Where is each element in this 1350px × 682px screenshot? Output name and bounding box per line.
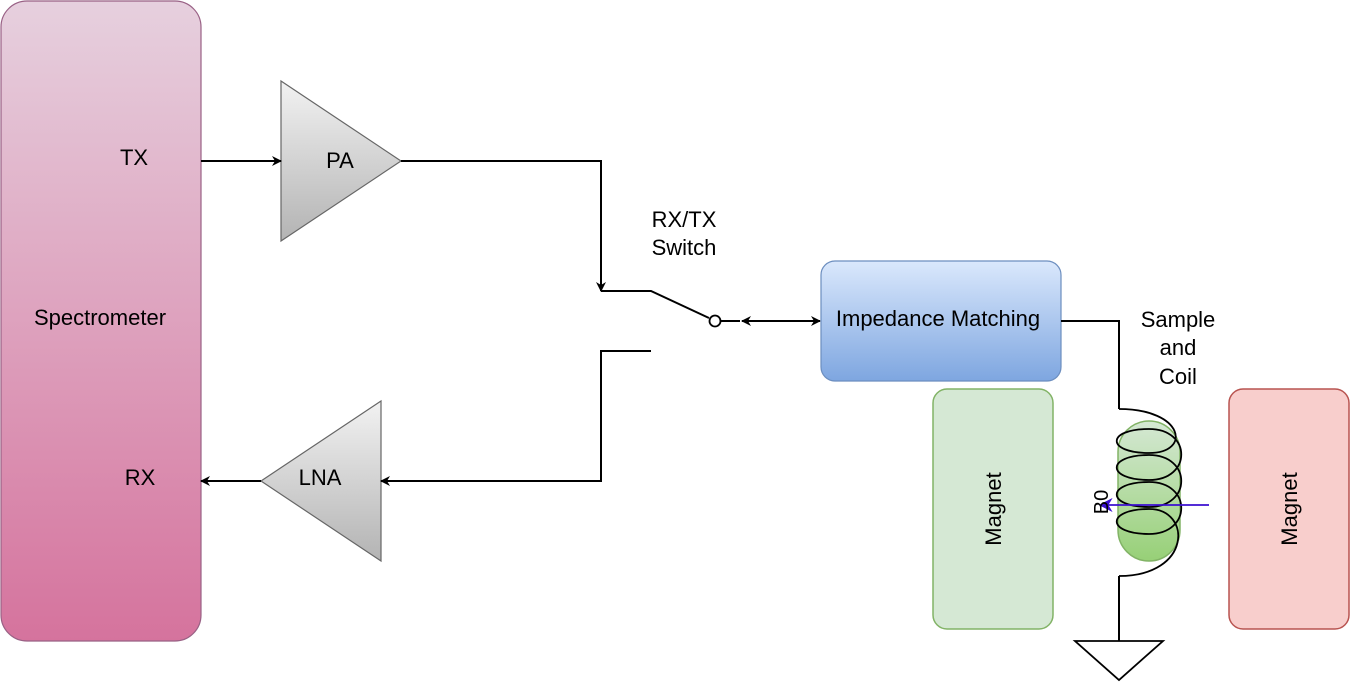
impedance-matching-block: Impedance Matching (820, 260, 1062, 382)
b0-label: B0 (1091, 490, 1113, 514)
lna-label: LNA (299, 465, 342, 490)
magnet-left-label: Magnet (981, 472, 1006, 545)
impedance-label: Impedance Matching (836, 306, 1040, 331)
sample-coil-label-line1: Sample (1141, 307, 1216, 332)
low-noise-amplifier: LNA (259, 399, 382, 563)
spectrometer-block: Spectrometer TX RX (0, 0, 202, 642)
switch-label-line1: RX/TX (652, 207, 717, 232)
tx-port-label: TX (120, 145, 148, 170)
magnet-right-label: Magnet (1277, 472, 1302, 545)
switch-label-line2: Switch (652, 235, 717, 260)
magnet-left: Magnet (932, 388, 1054, 630)
pa-to-switch-connector (401, 160, 606, 292)
magnet-right: Magnet (1228, 388, 1350, 630)
sample-tube (1117, 420, 1181, 562)
rx-tx-switch: RX/TX Switch (601, 207, 740, 328)
rf-coil (1116, 408, 1183, 577)
sample-coil-label-line3: Coil (1159, 364, 1197, 389)
matching-to-coil-connector (1061, 320, 1120, 409)
pa-label: PA (326, 148, 354, 173)
power-amplifier: PA (280, 79, 403, 243)
ground-icon (1072, 640, 1166, 682)
sample-coil-label-line2: and (1160, 335, 1197, 360)
switch-to-lna-connector (380, 350, 651, 486)
switch-pivot-icon (708, 314, 722, 328)
spectrometer-label: Spectrometer (34, 305, 166, 330)
rx-port-label: RX (125, 465, 156, 490)
